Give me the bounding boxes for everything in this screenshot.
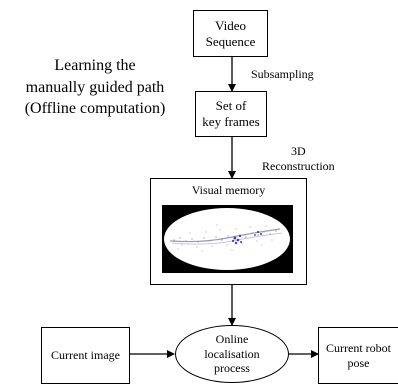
reconstruction-point-cloud bbox=[164, 208, 290, 270]
visual-memory-image bbox=[162, 205, 293, 273]
visual-memory-box: Visual memory bbox=[150, 178, 307, 285]
key-frames-box: Set of key frames bbox=[195, 91, 267, 137]
reconstruction-label: 3D Reconstruction bbox=[262, 144, 335, 173]
side-label-line-2: manually guided path bbox=[25, 78, 165, 96]
visual-memory-title: Visual memory bbox=[191, 183, 266, 197]
current-image-box: Current image bbox=[41, 327, 130, 384]
online-localisation-ellipse: Online localisation process bbox=[175, 325, 289, 383]
offline-learning-label: Learning the manually guided path (Offli… bbox=[6, 55, 184, 120]
side-label-line-1: Learning the bbox=[54, 57, 136, 74]
video-sequence-box: Video Sequence bbox=[193, 10, 268, 57]
subsampling-label: Subsampling bbox=[251, 67, 314, 81]
current-robot-pose-box: Current robot pose bbox=[318, 327, 398, 384]
side-label-line-3: (Offline computation) bbox=[24, 100, 166, 118]
